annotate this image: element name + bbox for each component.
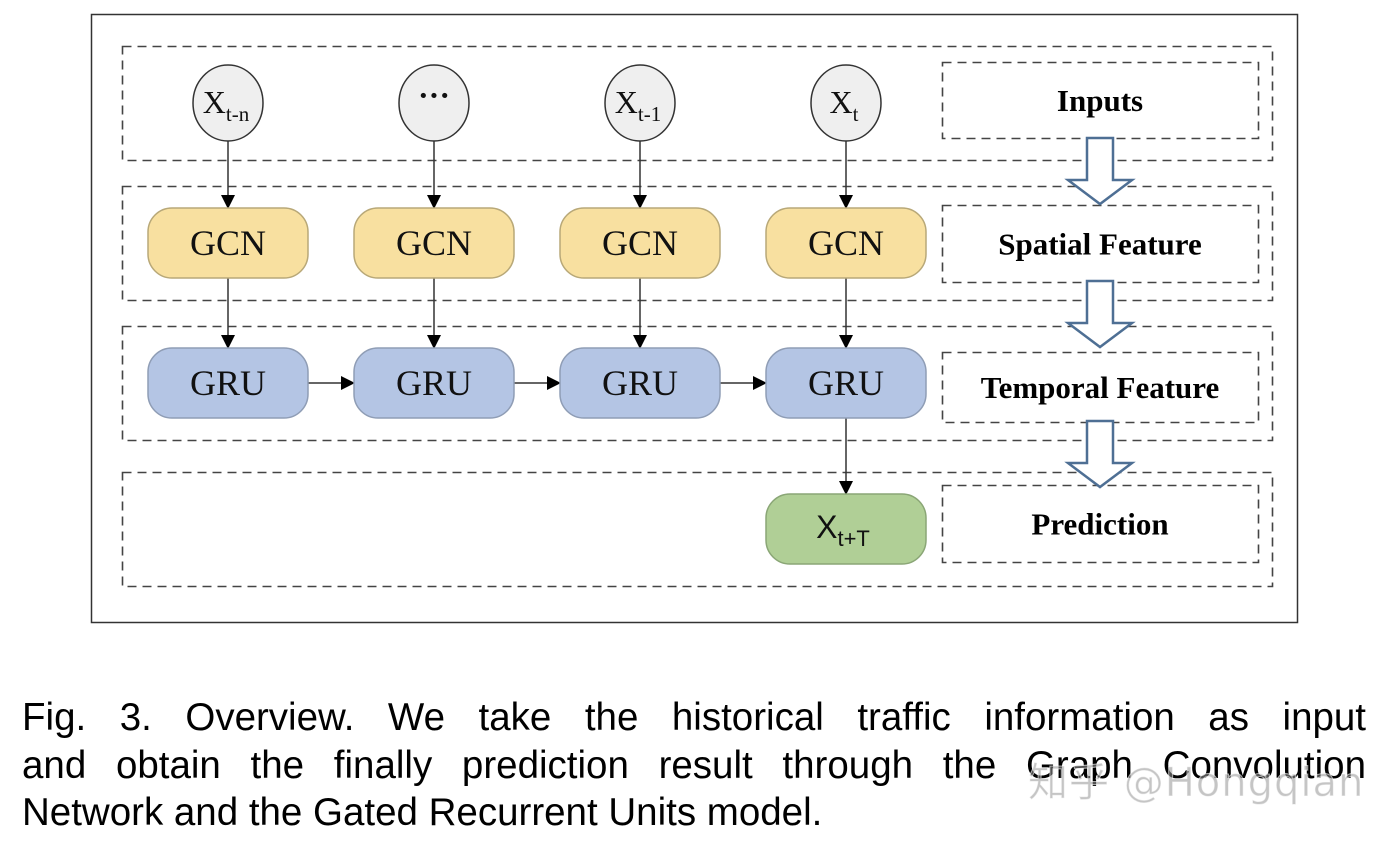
input-node-label: Xt [830,84,859,126]
output-node-label: Xt+T [816,509,870,551]
output-node: Xt+T [765,493,927,565]
gcn-node-shape [353,207,515,279]
gru-node: GRU [147,347,309,419]
input-node: Xt-n [192,64,264,142]
row-container-temporal [121,325,1274,442]
input-node-label: ··· [418,77,450,113]
gru-node-label: GRU [808,363,884,403]
row-label-box-inputs [941,61,1260,140]
row-label-temporal: Temporal Feature [981,370,1220,405]
row-label-box-temporal [941,351,1260,424]
caption-line: Fig. 3. Overview. We take the historical… [22,696,1366,739]
row-container-spatial [121,185,1274,302]
gcn-node-shape [765,207,927,279]
gru-node-shape [765,347,927,419]
flow-arrow-icon [1064,419,1136,489]
gcn-node: GCN [353,207,515,279]
input-node-label: Xt-n [203,84,250,126]
row-label-box-spatial [941,204,1260,284]
input-node-circle [604,64,676,142]
outer-frame [90,13,1299,624]
gcn-node-label: GCN [190,223,266,263]
row-label-spatial: Spatial Feature [998,227,1202,262]
row-label-prediction: Prediction [1031,507,1168,542]
gru-node-shape [147,347,309,419]
gcn-node: GCN [559,207,721,279]
input-node-circle [192,64,264,142]
input-node-circle [810,64,882,142]
flow-arrow-icon [1064,136,1136,206]
gru-node-shape [353,347,515,419]
gru-node: GRU [353,347,515,419]
watermark: 知乎 @Hongqian [1027,760,1365,807]
flow-arrow-icon [1064,279,1136,349]
gru-node-label: GRU [190,363,266,403]
gru-node-label: GRU [396,363,472,403]
gru-node: GRU [559,347,721,419]
gru-node: GRU [765,347,927,419]
row-label-inputs: Inputs [1057,83,1143,118]
input-node: Xt-1 [604,64,676,142]
gcn-node-label: GCN [396,223,472,263]
input-node: Xt [810,64,882,142]
row-container-prediction [121,471,1274,588]
caption-line: and obtain the finally prediction result… [22,743,1366,787]
gru-node-label: GRU [602,363,678,403]
gcn-node: GCN [765,207,927,279]
gcn-node: GCN [147,207,309,279]
output-node-shape [765,493,927,565]
gcn-node-shape [559,207,721,279]
row-container-inputs [121,45,1274,162]
input-node-circle [398,64,470,142]
gru-node-shape [559,347,721,419]
gcn-node-label: GCN [808,223,884,263]
input-node: ··· [398,64,470,142]
gcn-node-label: GCN [602,223,678,263]
figure-caption: Fig. 3. Overview. We take the historical… [22,694,1366,837]
caption-line: Network and the Gated Recurrent Units mo… [22,791,823,834]
input-node-label: Xt-1 [615,84,661,126]
gcn-node-shape [147,207,309,279]
